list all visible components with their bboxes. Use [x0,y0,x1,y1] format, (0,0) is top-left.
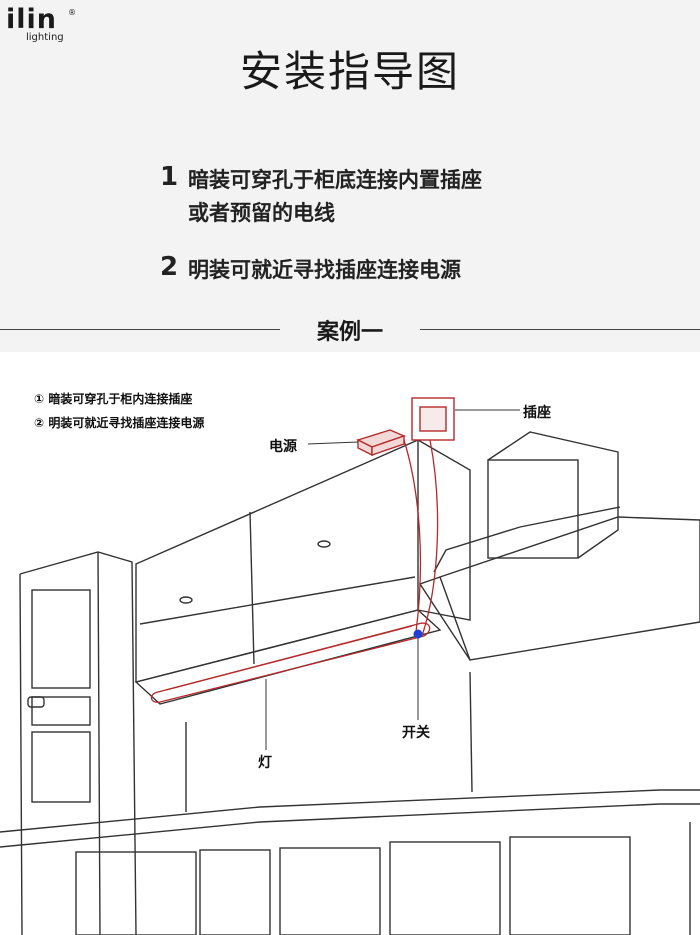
header-panel: ilin lighting ® 安装指导图 1 暗装可穿孔于柜底连接内置插座 或… [0,0,700,352]
step-2-number: 2 [160,252,179,282]
divider-right [420,329,700,330]
case-title-text: 案例一 [306,320,393,345]
switch-label: 开关 [402,725,430,741]
step-1-text-line1: 暗装可穿孔于柜底连接内置插座 [188,168,482,192]
diagram-note-2: ② 明装可就近寻找插座连接电源 [34,416,205,430]
brand-logo: ilin lighting ® [6,4,80,50]
brand-name: ilin [6,4,57,35]
brand-subtitle: lighting [26,32,64,43]
diagram-note-1: ① 暗装可穿孔于柜内连接插座 [34,392,193,406]
case-title: 案例一 [0,314,700,346]
step-2-text-line1: 明装可就近寻找插座连接电源 [188,258,461,282]
registered-mark: ® [68,8,76,17]
power-label: 电源 [269,439,297,455]
step-1-text-line2: 或者预留的电线 [188,201,335,225]
kitchen-sketch [0,397,700,935]
divider-left [0,329,280,330]
installation-diagram: ① 暗装可穿孔于柜内连接插座 ② 明装可就近寻找插座连接电源 插座 电源 开关 … [0,352,700,935]
page-title: 安装指导图 [239,47,460,96]
socket-label: 插座 [523,405,551,421]
lamp-label: 灯 [258,755,272,771]
step-1-number: 1 [160,162,179,192]
